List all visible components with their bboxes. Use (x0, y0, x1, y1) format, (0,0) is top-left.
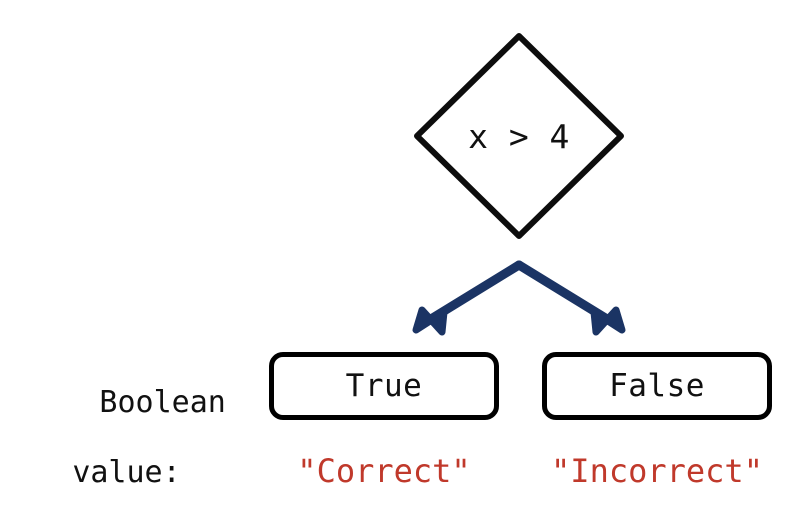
decision-diamond: x > 4 (409, 28, 629, 244)
boolean-value-label: Boolean value: (24, 350, 229, 529)
outcome-label-true: True (345, 368, 423, 404)
outcome-label-false: False (609, 368, 705, 404)
boolean-value-label-line2: value: (72, 455, 181, 490)
annotation-correct: "Correct" (297, 452, 471, 490)
decision-condition-text: x > 4 (468, 116, 570, 156)
outcome-box-false[interactable]: False (542, 352, 772, 420)
diamond-shape (414, 33, 624, 239)
arrow-to-false (514, 260, 626, 336)
outcome-box-true[interactable]: True (269, 352, 499, 420)
boolean-value-label-line1: Boolean (99, 385, 226, 420)
arrow-to-true (412, 260, 524, 336)
branch-arrows (398, 252, 638, 344)
annotation-incorrect: "Incorrect" (551, 452, 763, 490)
